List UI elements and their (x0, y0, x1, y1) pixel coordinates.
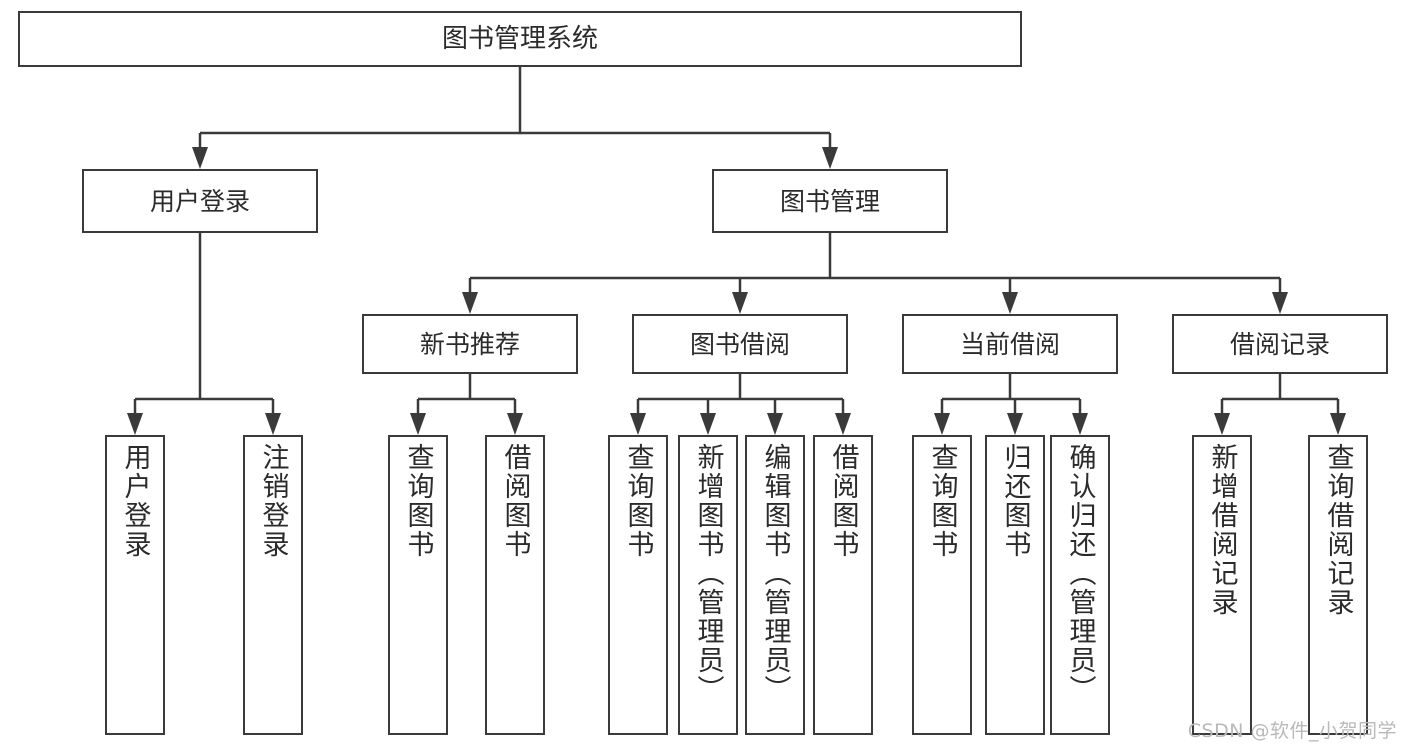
node-leaf-logout[interactable]: 注销登录 (243, 435, 303, 735)
node-leaf-edit-book[interactable]: 编辑图书（管理员） (745, 435, 805, 735)
node-label: 用户登录 (149, 186, 250, 216)
arrow-head-icon (822, 147, 838, 169)
arrow-head-icon (934, 413, 950, 435)
node-user-login[interactable]: 用户登录 (82, 169, 318, 233)
node-label: 确认归还（管理员） (1064, 443, 1096, 704)
node-leaf-add-record[interactable]: 新增借阅记录 (1192, 435, 1252, 735)
node-label: 编辑图书（管理员） (759, 443, 791, 704)
arrow-head-icon (1330, 413, 1346, 435)
node-label: 查询图书 (926, 443, 958, 559)
node-label: 查询借阅记录 (1322, 443, 1354, 617)
node-leaf-query-record[interactable]: 查询借阅记录 (1308, 435, 1368, 735)
node-leaf-query-book-1[interactable]: 查询图书 (388, 435, 448, 735)
node-new-book-recommend[interactable]: 新书推荐 (362, 314, 578, 374)
arrow-head-icon (1072, 413, 1088, 435)
node-leaf-query-book-2[interactable]: 查询图书 (608, 435, 668, 735)
arrow-head-icon (732, 292, 748, 314)
arrow-head-icon (127, 413, 143, 435)
watermark: CSDN @软件_小贺同学 (1187, 720, 1397, 742)
node-label: 借阅图书 (499, 443, 531, 559)
node-label: 查询图书 (622, 443, 654, 559)
arrow-head-icon (410, 413, 426, 435)
node-label: 新增图书（管理员） (692, 443, 724, 704)
node-label: 图书管理系统 (441, 23, 598, 54)
arrow-head-icon (630, 413, 646, 435)
node-current-borrow[interactable]: 当前借阅 (902, 314, 1118, 374)
node-label: 当前借阅 (959, 329, 1060, 359)
node-leaf-confirm-return[interactable]: 确认归还（管理员） (1050, 435, 1110, 735)
node-label: 新书推荐 (419, 329, 520, 359)
arrow-head-icon (1214, 413, 1230, 435)
node-leaf-user-login[interactable]: 用户登录 (105, 435, 165, 735)
node-leaf-borrow-book-2[interactable]: 借阅图书 (813, 435, 873, 735)
node-label: 借阅图书 (827, 443, 859, 559)
arrow-head-icon (1002, 292, 1018, 314)
arrow-head-icon (1007, 413, 1023, 435)
arrow-head-icon (1272, 292, 1288, 314)
node-leaf-borrow-book-1[interactable]: 借阅图书 (485, 435, 545, 735)
node-label: 图书借阅 (689, 329, 790, 359)
node-leaf-query-book-3[interactable]: 查询图书 (912, 435, 972, 735)
node-label: 用户登录 (119, 443, 151, 559)
arrow-head-icon (507, 413, 523, 435)
arrow-head-icon (700, 413, 716, 435)
arrow-head-icon (192, 147, 208, 169)
node-borrow-record[interactable]: 借阅记录 (1172, 314, 1388, 374)
node-leaf-add-book[interactable]: 新增图书（管理员） (678, 435, 738, 735)
node-leaf-return-book[interactable]: 归还图书 (985, 435, 1045, 735)
arrow-head-icon (462, 292, 478, 314)
node-label: 图书管理 (779, 186, 880, 216)
node-root[interactable]: 图书管理系统 (18, 11, 1022, 67)
arrow-head-icon (265, 413, 281, 435)
node-book-manage[interactable]: 图书管理 (712, 169, 948, 233)
node-book-borrow[interactable]: 图书借阅 (632, 314, 848, 374)
arrow-head-icon (767, 413, 783, 435)
node-label: 查询图书 (402, 443, 434, 559)
node-label: 借阅记录 (1229, 329, 1330, 359)
node-label: 新增借阅记录 (1206, 443, 1238, 617)
node-label: 注销登录 (257, 443, 289, 559)
node-label: 归还图书 (999, 443, 1031, 559)
arrow-head-icon (835, 413, 851, 435)
